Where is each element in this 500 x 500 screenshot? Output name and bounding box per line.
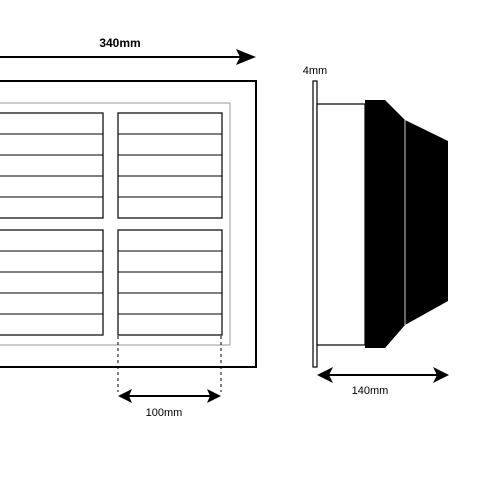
front-view: 340mm: [0, 36, 257, 419]
panel-width-label: 100mm: [146, 407, 183, 419]
overall-width-dimension: 340mm: [0, 36, 256, 65]
louvre-panel-bottom-left: [0, 229, 104, 336]
collar-body: [316, 103, 366, 346]
arrow-left-icon: [317, 367, 333, 383]
panel-width-dimension: 100mm: [117, 336, 222, 419]
louvre-panel-top-left: [0, 112, 104, 219]
inner-frame: [0, 102, 231, 346]
spigot: [385, 100, 448, 348]
depth-dimension: 140mm: [317, 367, 449, 397]
arrow-right-icon: [207, 389, 221, 403]
face-plate: [312, 80, 318, 368]
louvre-panel-top-right: [117, 112, 223, 219]
flange-block: [365, 100, 385, 348]
arrow-right-icon: [433, 367, 449, 383]
plate-thickness-label: 4mm: [303, 65, 327, 77]
louvre-panel-bottom-right: [117, 229, 223, 336]
depth-label: 140mm: [352, 385, 389, 397]
outer-frame: [0, 80, 257, 368]
arrow-right-icon: [236, 49, 256, 65]
arrow-left-icon: [118, 389, 132, 403]
side-view: 4mm 140mm: [303, 65, 449, 397]
overall-width-label: 340mm: [99, 36, 140, 50]
